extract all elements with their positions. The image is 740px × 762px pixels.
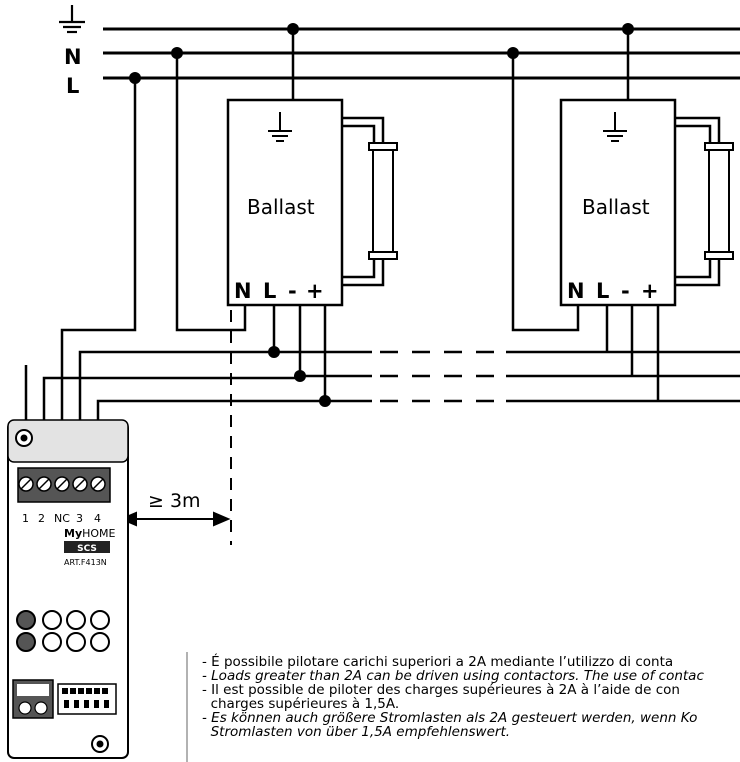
note-german: - Es können auch größere Stromlasten als… — [202, 710, 698, 726]
note-french-cont: charges supérieures à 1,5A. — [202, 696, 400, 712]
configurator-sockets — [16, 610, 110, 652]
ballast-1-pin-l: L — [263, 279, 276, 303]
ballast-1-pin-plus: + — [306, 279, 324, 303]
ballast-2-label: Ballast — [582, 195, 650, 219]
device-brand: MyHOME — [64, 527, 116, 540]
ballast-1-pin-n: N — [234, 279, 252, 303]
device-terminal-2: 2 — [38, 512, 45, 525]
device-terminal-3: 3 — [76, 512, 83, 525]
device-model: ART.F413N — [64, 558, 107, 567]
earth-terminal-symbol — [59, 5, 85, 34]
ballast-1-neutral-wire — [175, 53, 247, 332]
fluorescent-tube-1 — [368, 142, 398, 260]
device-terminal-1: 1 — [22, 512, 29, 525]
scs-logo-text: SCS — [77, 544, 97, 554]
note-french: - Il est possible de piloter des charges… — [202, 682, 680, 698]
control-wires-right — [506, 350, 740, 403]
myhome-device: 1 2 NC 3 4 MyHOME SCS ART.F413N — [7, 419, 129, 759]
ballast-2-pin-n: N — [567, 279, 585, 303]
ballast-1-label: Ballast — [247, 195, 315, 219]
live-to-terminal-3 — [60, 78, 137, 476]
supply-bus-lines — [103, 27, 740, 80]
ballast-1-earth-symbol — [268, 112, 292, 142]
ballast-2-earth-symbol — [603, 112, 627, 142]
ballast-2-neutral-wire — [511, 53, 580, 332]
note-italian: - É possibile pilotare carichi superiori… — [202, 654, 674, 670]
control-wires-dashed — [380, 350, 500, 403]
neutral-terminal-label: N — [64, 45, 82, 69]
ballast-1-tube-wires — [342, 116, 385, 287]
ballast-box-2 — [559, 98, 677, 307]
ballast-box-1 — [226, 98, 344, 307]
ballast-1-pin-minus: - — [288, 279, 297, 303]
distance-arrow — [119, 511, 231, 527]
distance-label: ≥ 3m — [148, 490, 201, 512]
live-terminal-label: L — [66, 74, 79, 98]
note-german-cont: Stromlasten von über 1,5A empfehlenswert… — [202, 724, 511, 740]
ballast-2-pin-minus: - — [621, 279, 630, 303]
ballast-2-pin-plus: + — [641, 279, 659, 303]
terminal-screws — [18, 476, 106, 492]
ballast-2-tube-wires — [675, 116, 721, 287]
device-terminal-4: 4 — [94, 512, 101, 525]
fluorescent-tube-2 — [704, 142, 734, 260]
device-terminal-nc: NC — [54, 512, 70, 525]
ballast-2-pin-l: L — [596, 279, 609, 303]
note-english: - Loads greater than 2A can be driven us… — [202, 668, 704, 684]
scs-logo — [64, 541, 110, 553]
